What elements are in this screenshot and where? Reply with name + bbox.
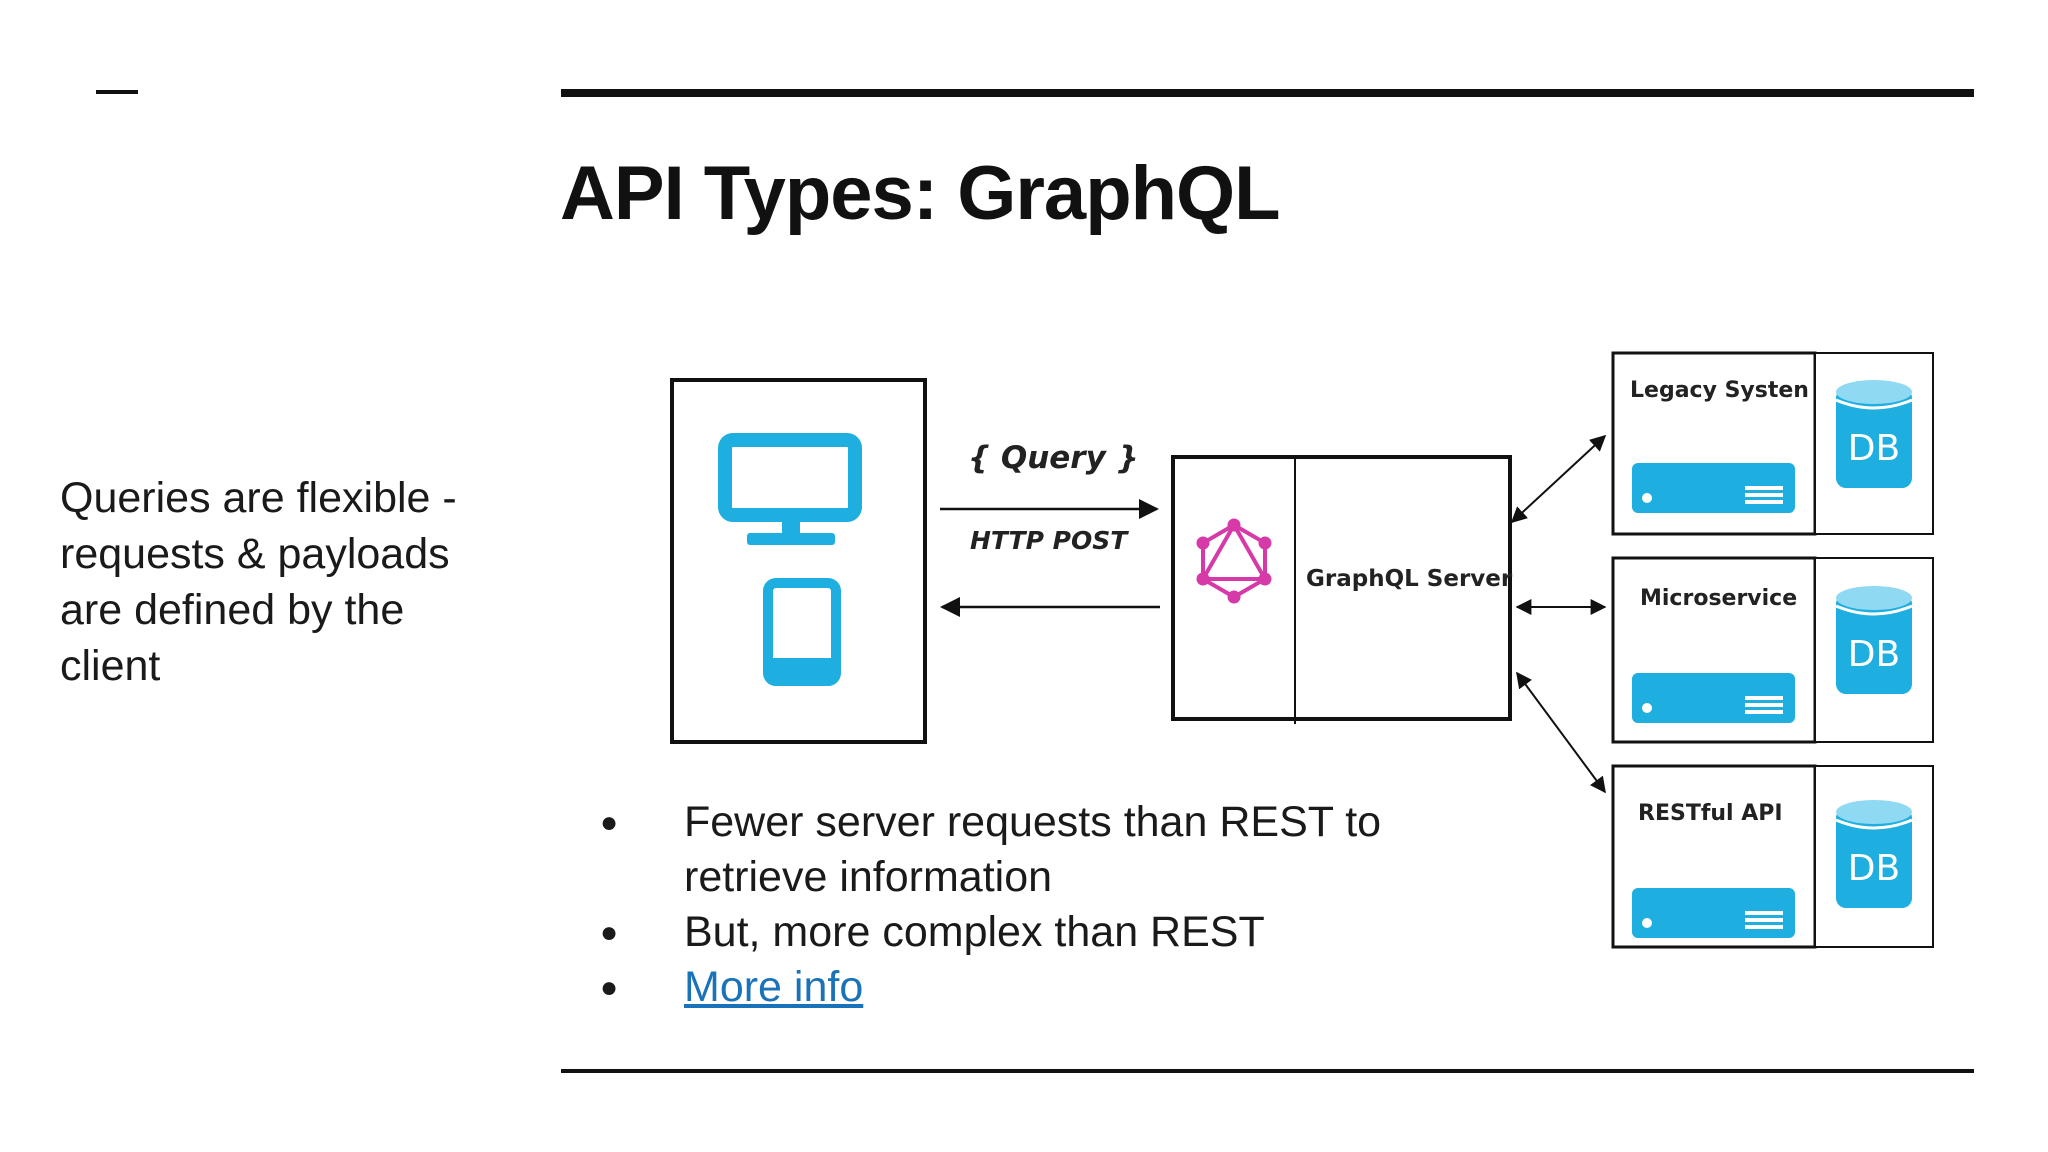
bullet-text: Fewer server requests than REST to retri… <box>684 798 1382 901</box>
bullet-item: ● But, more complex than REST <box>600 905 1500 960</box>
bullet-dot: ● <box>600 971 619 1004</box>
legacy-connector <box>1510 434 1607 524</box>
microservice-label: Microservice <box>1640 586 1798 611</box>
backend-restful-api <box>1611 764 1934 949</box>
bullet-item: ● More info <box>600 960 1500 1015</box>
diagram-graphics <box>670 351 1934 949</box>
tablet-icon <box>763 578 841 686</box>
rest-connector <box>1516 671 1606 794</box>
query-label: { Query } <box>968 440 1139 476</box>
db-label: DB <box>1847 634 1901 675</box>
database-icon <box>1835 586 1913 694</box>
bullet-text: But, more complex than REST <box>684 908 1265 956</box>
backend-microservice <box>1611 556 1934 744</box>
legacy-system-label: Legacy Systen <box>1630 378 1809 403</box>
server-icon <box>1632 673 1795 723</box>
more-info-link[interactable]: More info <box>684 963 864 1011</box>
database-icon <box>1835 380 1913 488</box>
top-rule <box>561 89 1974 97</box>
graphql-logo-icon <box>1196 518 1272 604</box>
restful-api-label: RESTful API <box>1638 801 1783 826</box>
bullet-list: ● Fewer server requests than REST to ret… <box>600 795 1500 1015</box>
backend-legacy <box>1611 351 1934 536</box>
db-label: DB <box>1847 428 1901 469</box>
corner-dash <box>96 90 138 94</box>
graphql-server-label: GraphQL Server <box>1306 566 1513 592</box>
graphql-diagram: { Query } HTTP POST GraphQL Server Legac… <box>650 340 1950 960</box>
server-icon <box>1632 463 1795 513</box>
bottom-rule <box>561 1069 1974 1073</box>
monitor-icon <box>718 433 862 545</box>
http-post-label: HTTP POST <box>970 526 1128 555</box>
bullet-item: ● Fewer server requests than REST to ret… <box>600 795 1500 905</box>
slide-title: API Types: GraphQL <box>560 151 1281 236</box>
side-text: Queries are flexible - requests & payloa… <box>60 474 457 690</box>
graphql-server-box <box>1171 455 1512 721</box>
bullet-dot: ● <box>600 916 619 949</box>
db-label: DB <box>1847 848 1901 889</box>
database-icon <box>1835 800 1913 908</box>
bullet-dot: ● <box>600 806 619 839</box>
server-icon <box>1632 888 1795 938</box>
